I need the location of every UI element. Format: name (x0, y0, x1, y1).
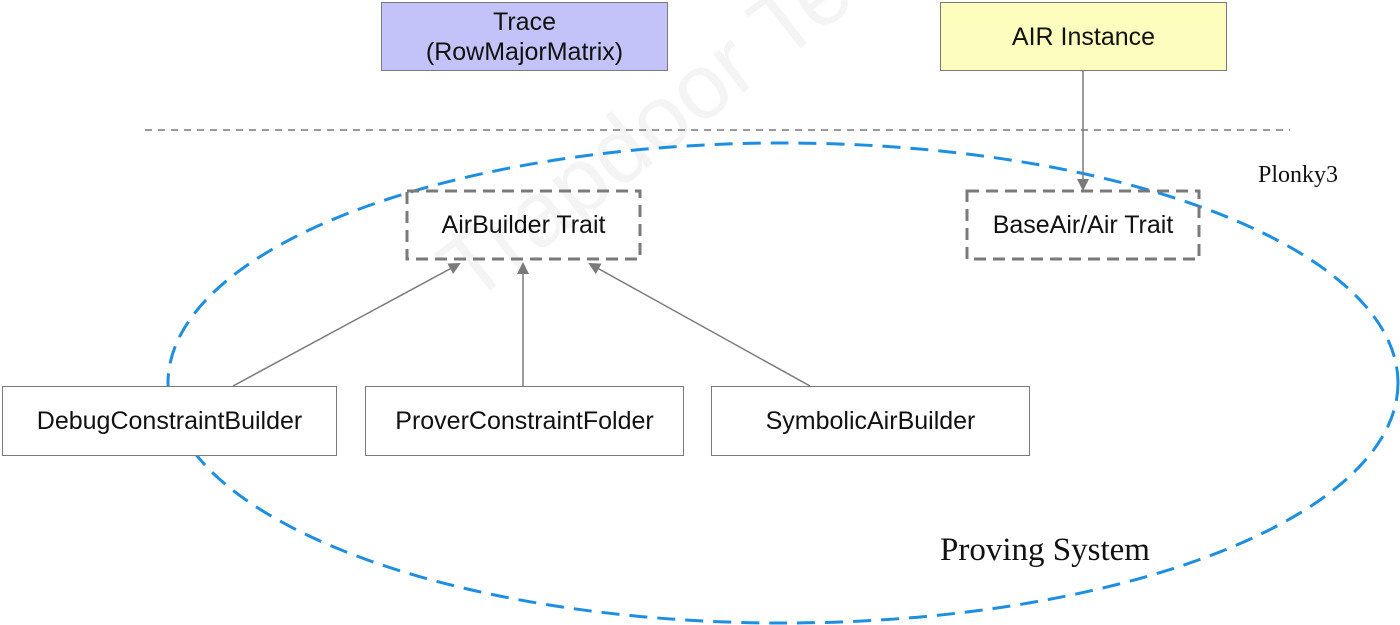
edge-debug-to-airbuilder (232, 263, 461, 387)
base-air-trait-node: BaseAir/Air Trait (967, 191, 1199, 259)
trace-node-subtitle: (RowMajorMatrix) (425, 37, 624, 66)
base-air-trait-label: BaseAir/Air Trait (992, 211, 1174, 239)
base-air-trait-border (965, 189, 1201, 261)
debug-constraint-builder-label: DebugConstraintBuilder (36, 407, 303, 435)
debug-constraint-builder-node: DebugConstraintBuilder (2, 386, 337, 456)
air-instance-node: AIR Instance (940, 2, 1227, 71)
symbolic-air-builder-node: SymbolicAirBuilder (711, 386, 1030, 456)
edge-symbolic-to-airbuilder (588, 263, 811, 387)
proving-system-label: Proving System (940, 532, 1150, 568)
plonky3-label: Plonky3 (1258, 162, 1339, 188)
prover-constraint-folder-node: ProverConstraintFolder (365, 386, 684, 456)
proving-system-ellipse (166, 141, 1400, 625)
trace-node: Trace (RowMajorMatrix) (381, 2, 668, 71)
trace-node-title: Trace (493, 7, 556, 36)
prover-constraint-folder-label: ProverConstraintFolder (395, 407, 654, 435)
air-builder-trait-border (405, 189, 642, 261)
air-builder-trait-label: AirBuilder Trait (441, 211, 606, 239)
air-builder-trait-node: AirBuilder Trait (407, 191, 640, 259)
air-instance-label: AIR Instance (1011, 22, 1156, 51)
symbolic-air-builder-label: SymbolicAirBuilder (765, 407, 976, 435)
